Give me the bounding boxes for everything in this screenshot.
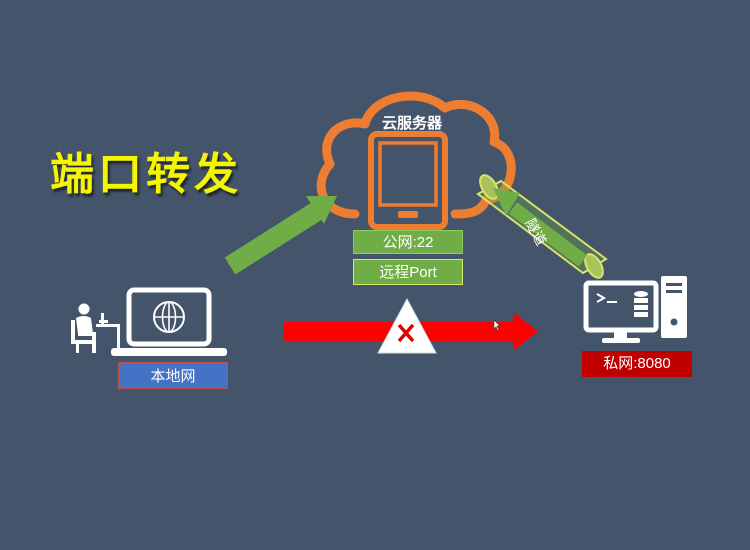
cursor-icon [493,319,501,332]
laptop-globe-icon [111,287,227,356]
diagram-title: 端口转发 [50,149,242,200]
user-at-desk-icon [71,303,120,353]
cloud-server-label: 云服务器 [381,114,442,132]
local-network-label: 本地网 [118,362,228,389]
remote-port-label: 远程Port [353,259,463,285]
phone-server-icon [368,131,448,230]
tunnel [476,174,608,279]
desktop-computer-icon [583,276,687,343]
upload-arrow [224,196,337,275]
public-port-label: 公网:22 [353,230,463,254]
blocked-x-icon [377,297,437,354]
private-port-label: 私网:8080 [582,351,692,377]
